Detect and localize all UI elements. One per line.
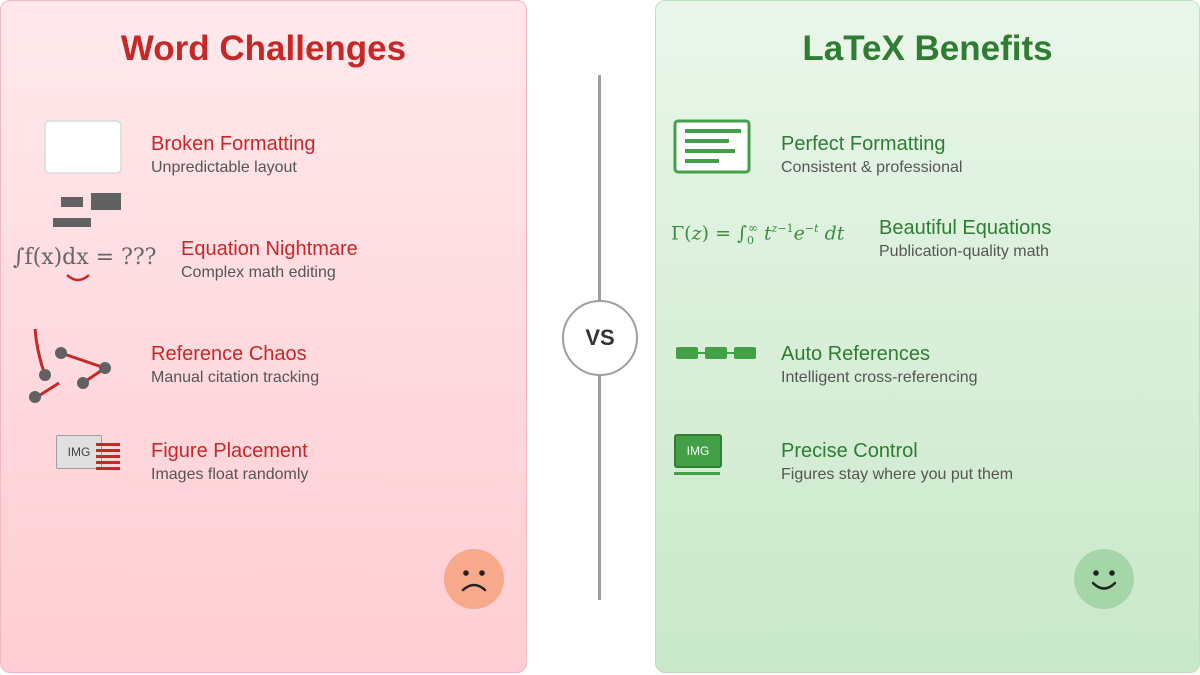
latex-benefits-title: LaTeX Benefits (802, 29, 1053, 68)
anchored-image-icon: IMG (674, 434, 724, 478)
item-title: Auto References (781, 343, 930, 365)
item-description: Complex math editing (181, 264, 336, 281)
item-description: Manual citation tracking (151, 369, 320, 386)
item-description: Images float randomly (151, 466, 309, 483)
item-description: Intelligent cross-referencing (781, 369, 978, 386)
item-title: Figure Placement (151, 440, 308, 462)
item-title: Precise Control (781, 440, 918, 462)
item-description: Publication-quality math (879, 243, 1049, 260)
floating-image-icon: IMG (56, 435, 122, 473)
item-description: Consistent & professional (781, 159, 963, 176)
item-title: Perfect Formatting (781, 133, 946, 155)
item-description: Figures stay where you put them (781, 466, 1014, 483)
item-title: Broken Formatting (151, 133, 316, 155)
item-beautiful-equations: Beautiful Equations Publication-quality … (879, 216, 1051, 263)
item-precise-control: Precise Control Figures stay where you p… (781, 439, 1013, 486)
document-lines-icon (673, 119, 751, 174)
item-title: Equation Nightmare (181, 238, 358, 260)
item-title: Reference Chaos (151, 343, 307, 365)
vs-badge: VS (562, 300, 638, 376)
latex-benefits-panel: LaTeX Benefits Perfect Formatting Consis… (655, 0, 1200, 673)
happy-face-icon (1074, 549, 1134, 609)
item-equation-nightmare: Equation Nightmare Complex math editing (181, 237, 358, 284)
linked-chain-icon (676, 347, 756, 359)
item-description: Unpredictable layout (151, 159, 297, 176)
broken-layout-icon (44, 120, 122, 227)
item-perfect-formatting: Perfect Formatting Consistent & professi… (781, 132, 962, 179)
bad-equation-icon: ∫f(x)dx = ??? (13, 245, 173, 285)
word-challenges-panel: Word Challenges Broken Formatting Unpred… (0, 0, 527, 673)
item-reference-chaos: Reference Chaos Manual citation tracking (151, 342, 319, 389)
equation-text: ∫f(x)dx = ??? (13, 245, 157, 270)
item-auto-references: Auto References Intelligent cross-refere… (781, 342, 978, 389)
img-label: IMG (67, 445, 91, 459)
item-figure-placement: Figure Placement Images float randomly (151, 439, 308, 486)
tangled-links-icon (29, 328, 111, 403)
word-challenges-title: Word Challenges (120, 29, 407, 68)
item-title: Beautiful Equations (879, 217, 1052, 239)
sad-face-icon (444, 549, 504, 609)
item-broken-formatting: Broken Formatting Unpredictable layout (151, 132, 316, 179)
img-label: IMG (686, 444, 710, 458)
gamma-equation-icon: Γ(z) = ∫0∞ tz−1e−t dt (671, 221, 845, 248)
